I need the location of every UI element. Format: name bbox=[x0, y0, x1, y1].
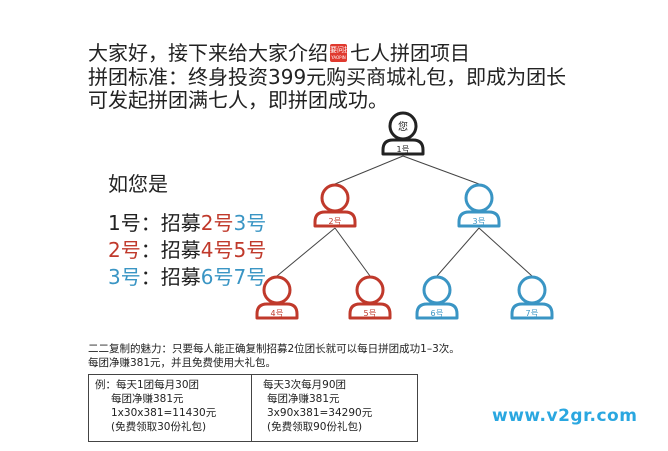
side-heading: 如您是 bbox=[108, 172, 168, 196]
tree-nodes: 您 1号 2号 3号 4号 5号 6号 7号 bbox=[255, 111, 554, 320]
tree-edge-5 bbox=[436, 227, 480, 277]
person-number-label: 1号 bbox=[396, 145, 409, 154]
person-head-icon bbox=[320, 183, 350, 213]
example-right-1: 每天3次每月90团 bbox=[263, 379, 347, 391]
tree-edge-4 bbox=[334, 227, 371, 277]
person-number-label: 3号 bbox=[472, 217, 485, 226]
examples-divider bbox=[251, 375, 252, 441]
intro-line-1-end: 七人拼团项目 bbox=[350, 41, 470, 65]
tree-edge-6 bbox=[478, 227, 533, 277]
person-node-1: 您 1号 bbox=[381, 111, 425, 156]
example-left-1: 例：每天1团每月30团 bbox=[95, 379, 200, 391]
person-head-icon bbox=[262, 275, 292, 305]
tree-edges bbox=[276, 155, 533, 277]
person-node-5: 5号 bbox=[348, 275, 392, 320]
person-node-4: 4号 bbox=[255, 275, 299, 320]
note-line-1: 二二复制的魅力：只要每人能正确复制招募2位团长就可以每日拼团成功1–3次。 bbox=[88, 343, 460, 355]
example-right-3: 3x90x381=34290元 bbox=[267, 407, 373, 419]
example-right-4: (免费领取90份礼包) bbox=[267, 421, 363, 433]
example-left-4: (免费领取30份礼包) bbox=[111, 421, 207, 433]
person-head-icon bbox=[464, 183, 494, 213]
person-body-icon bbox=[348, 302, 392, 320]
side-row-2: 2号：招募4号5号 bbox=[108, 238, 267, 262]
person-number-label: 5号 bbox=[363, 309, 376, 318]
person-head-icon bbox=[388, 111, 418, 141]
person-head-icon bbox=[517, 275, 547, 305]
person-number-label: 2号 bbox=[328, 217, 341, 226]
site-watermark: www.v2gr.com bbox=[492, 406, 638, 426]
person-number-label: 7号 bbox=[525, 309, 538, 318]
person-body-icon bbox=[457, 210, 501, 228]
tree-edge-1 bbox=[334, 155, 404, 185]
side-row-3: 3号：招募6号7号 bbox=[108, 265, 267, 289]
person-body-icon bbox=[313, 210, 357, 228]
person-node-2: 2号 bbox=[313, 183, 357, 228]
tree-edge-3 bbox=[276, 227, 336, 277]
person-face-label: 您 bbox=[398, 120, 408, 133]
person-node-6: 6号 bbox=[415, 275, 459, 320]
examples-box: 例：每天1团每月30团 每团净赚381元 1x30x381=11430元 (免费… bbox=[88, 374, 418, 442]
person-head-icon bbox=[355, 275, 385, 305]
person-body-icon bbox=[510, 302, 554, 320]
person-body-icon bbox=[415, 302, 459, 320]
person-number-label: 6号 bbox=[430, 309, 443, 318]
example-left-3: 1x30x381=11430元 bbox=[111, 407, 217, 419]
note-line-2: 每团净赚381元，并且免费使用大礼包。 bbox=[88, 357, 277, 369]
example-right-2: 每团净赚381元 bbox=[267, 393, 340, 405]
person-node-7: 7号 bbox=[510, 275, 554, 320]
person-head-icon bbox=[422, 275, 452, 305]
person-body-icon bbox=[381, 138, 425, 156]
person-body-icon bbox=[255, 302, 299, 320]
example-left-2: 每团净赚381元 bbox=[111, 393, 184, 405]
intro-line-1-start: 大家好，接下来给大家介绍 bbox=[88, 41, 328, 65]
person-number-label: 4号 bbox=[270, 309, 283, 318]
person-node-3: 3号 bbox=[457, 183, 501, 228]
intro-line-3: 可发起拼团满七人，即拼团成功。 bbox=[88, 88, 388, 112]
side-row-1: 1号：招募2号3号 bbox=[108, 211, 267, 235]
intro-line-2: 拼团标准：终身投资399元购买商城礼包，即成为团长 bbox=[88, 65, 567, 89]
tree-edge-2 bbox=[402, 155, 480, 185]
